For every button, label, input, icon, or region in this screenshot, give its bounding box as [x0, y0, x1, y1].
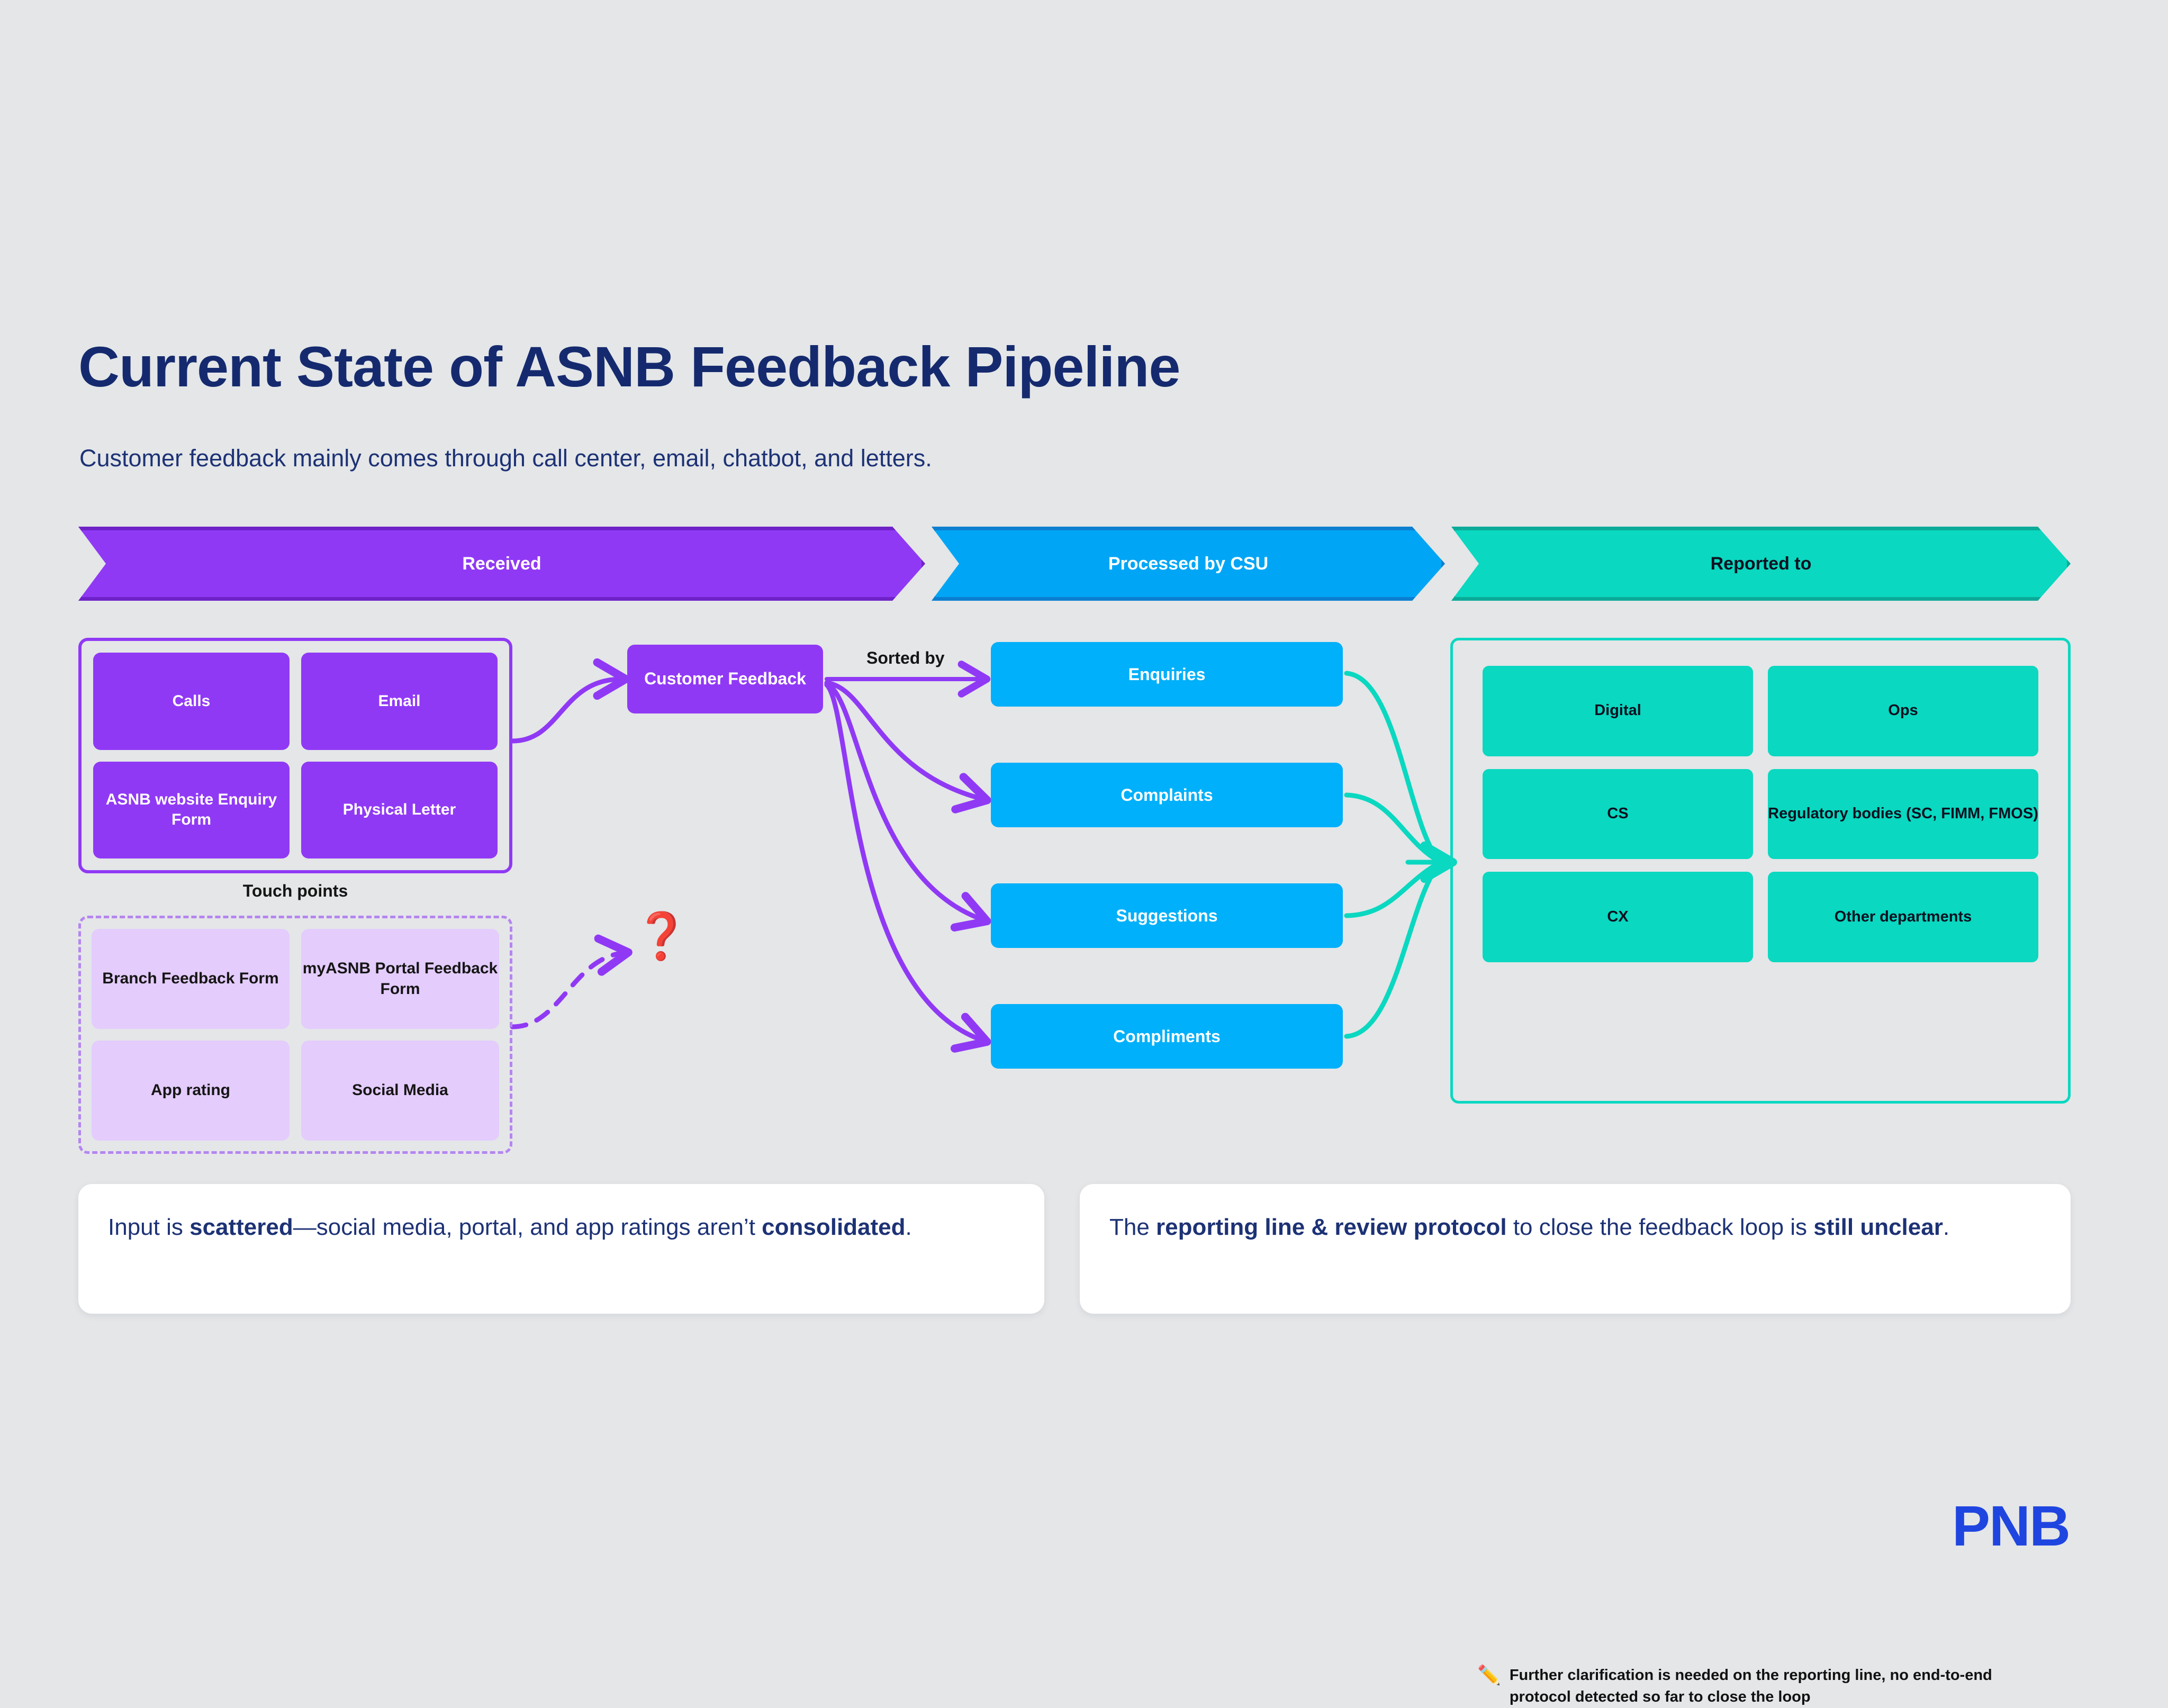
- touchpoints-caption: Touch points: [242, 881, 348, 900]
- sorted-by-label: Sorted by: [866, 648, 945, 667]
- category-enquiries[interactable]: Enquiries: [991, 642, 1343, 707]
- category-compliments[interactable]: Compliments: [991, 1004, 1343, 1069]
- pencil-icon: ✏️: [1477, 1664, 1501, 1686]
- touchpoint-calls[interactable]: Calls: [93, 653, 290, 750]
- touchpoints-primary-panel: Calls Email ASNB website Enquiry Form Ph…: [78, 638, 512, 873]
- stage-banner-processed-label: Processed by CSU: [1108, 553, 1269, 574]
- callout-input-scattered: Input is scattered—social media, portal,…: [78, 1184, 1044, 1314]
- customer-feedback-node[interactable]: Customer Feedback: [627, 645, 823, 713]
- page-subtitle: Customer feedback mainly comes through c…: [79, 445, 932, 472]
- stage-banner-processed: Processed by CSU: [932, 527, 1445, 601]
- department-digital[interactable]: Digital: [1483, 666, 1753, 756]
- touchpoint-physical-letter[interactable]: Physical Letter: [301, 761, 498, 858]
- touchpoints-secondary-panel: Branch Feedback Form myASNB Portal Feedb…: [78, 916, 512, 1154]
- department-cs[interactable]: CS: [1483, 769, 1753, 860]
- department-regulatory-bodies[interactable]: Regulatory bodies (SC, FIMM, FMOS): [1768, 769, 2038, 860]
- touchpoint-email[interactable]: Email: [301, 653, 498, 750]
- category-suggestions[interactable]: Suggestions: [991, 883, 1343, 948]
- stage-banner-received-label: Received: [462, 553, 541, 574]
- slide-canvas: Current State of ASNB Feedback Pipeline …: [78, 335, 2071, 1705]
- department-other-departments[interactable]: Other departments: [1768, 872, 2038, 962]
- question-mark-icon: ❓: [633, 911, 690, 962]
- callout-input-scattered-text: Input is scattered—social media, portal,…: [108, 1214, 912, 1240]
- department-cx[interactable]: CX: [1483, 872, 1753, 962]
- pnb-logo: PNB: [1952, 1494, 2071, 1558]
- touchpoint-branch-feedback-form[interactable]: Branch Feedback Form: [92, 929, 290, 1029]
- category-complaints[interactable]: Complaints: [991, 763, 1343, 827]
- stage-banner-received: Received: [78, 527, 925, 601]
- touchpoint-asnb-website-enquiry-form[interactable]: ASNB website Enquiry Form: [93, 761, 290, 858]
- reported-to-panel: Digital Ops CS Regulatory bodies (SC, FI…: [1450, 638, 2071, 1705]
- touchpoint-myasnb-portal-feedback-form[interactable]: myASNB Portal Feedback Form: [301, 929, 499, 1029]
- callout-reporting-unclear: The reporting line & review protocol to …: [1080, 1184, 2071, 1314]
- touchpoint-social-media[interactable]: Social Media: [301, 1041, 499, 1141]
- callout-reporting-unclear-text: The reporting line & review protocol to …: [1109, 1214, 1950, 1240]
- department-ops[interactable]: Ops: [1768, 666, 2038, 756]
- page-title: Current State of ASNB Feedback Pipeline: [78, 335, 1180, 399]
- stage-banner-reported-label: Reported to: [1710, 553, 1812, 574]
- touchpoint-app-rating[interactable]: App rating: [92, 1041, 290, 1141]
- reporting-line-note-text: Further clarification is needed on the r…: [1509, 1667, 1992, 1706]
- reporting-line-note: ✏️ Further clarification is needed on th…: [1477, 1665, 2038, 1708]
- stage-banner-reported: Reported to: [1451, 527, 2071, 601]
